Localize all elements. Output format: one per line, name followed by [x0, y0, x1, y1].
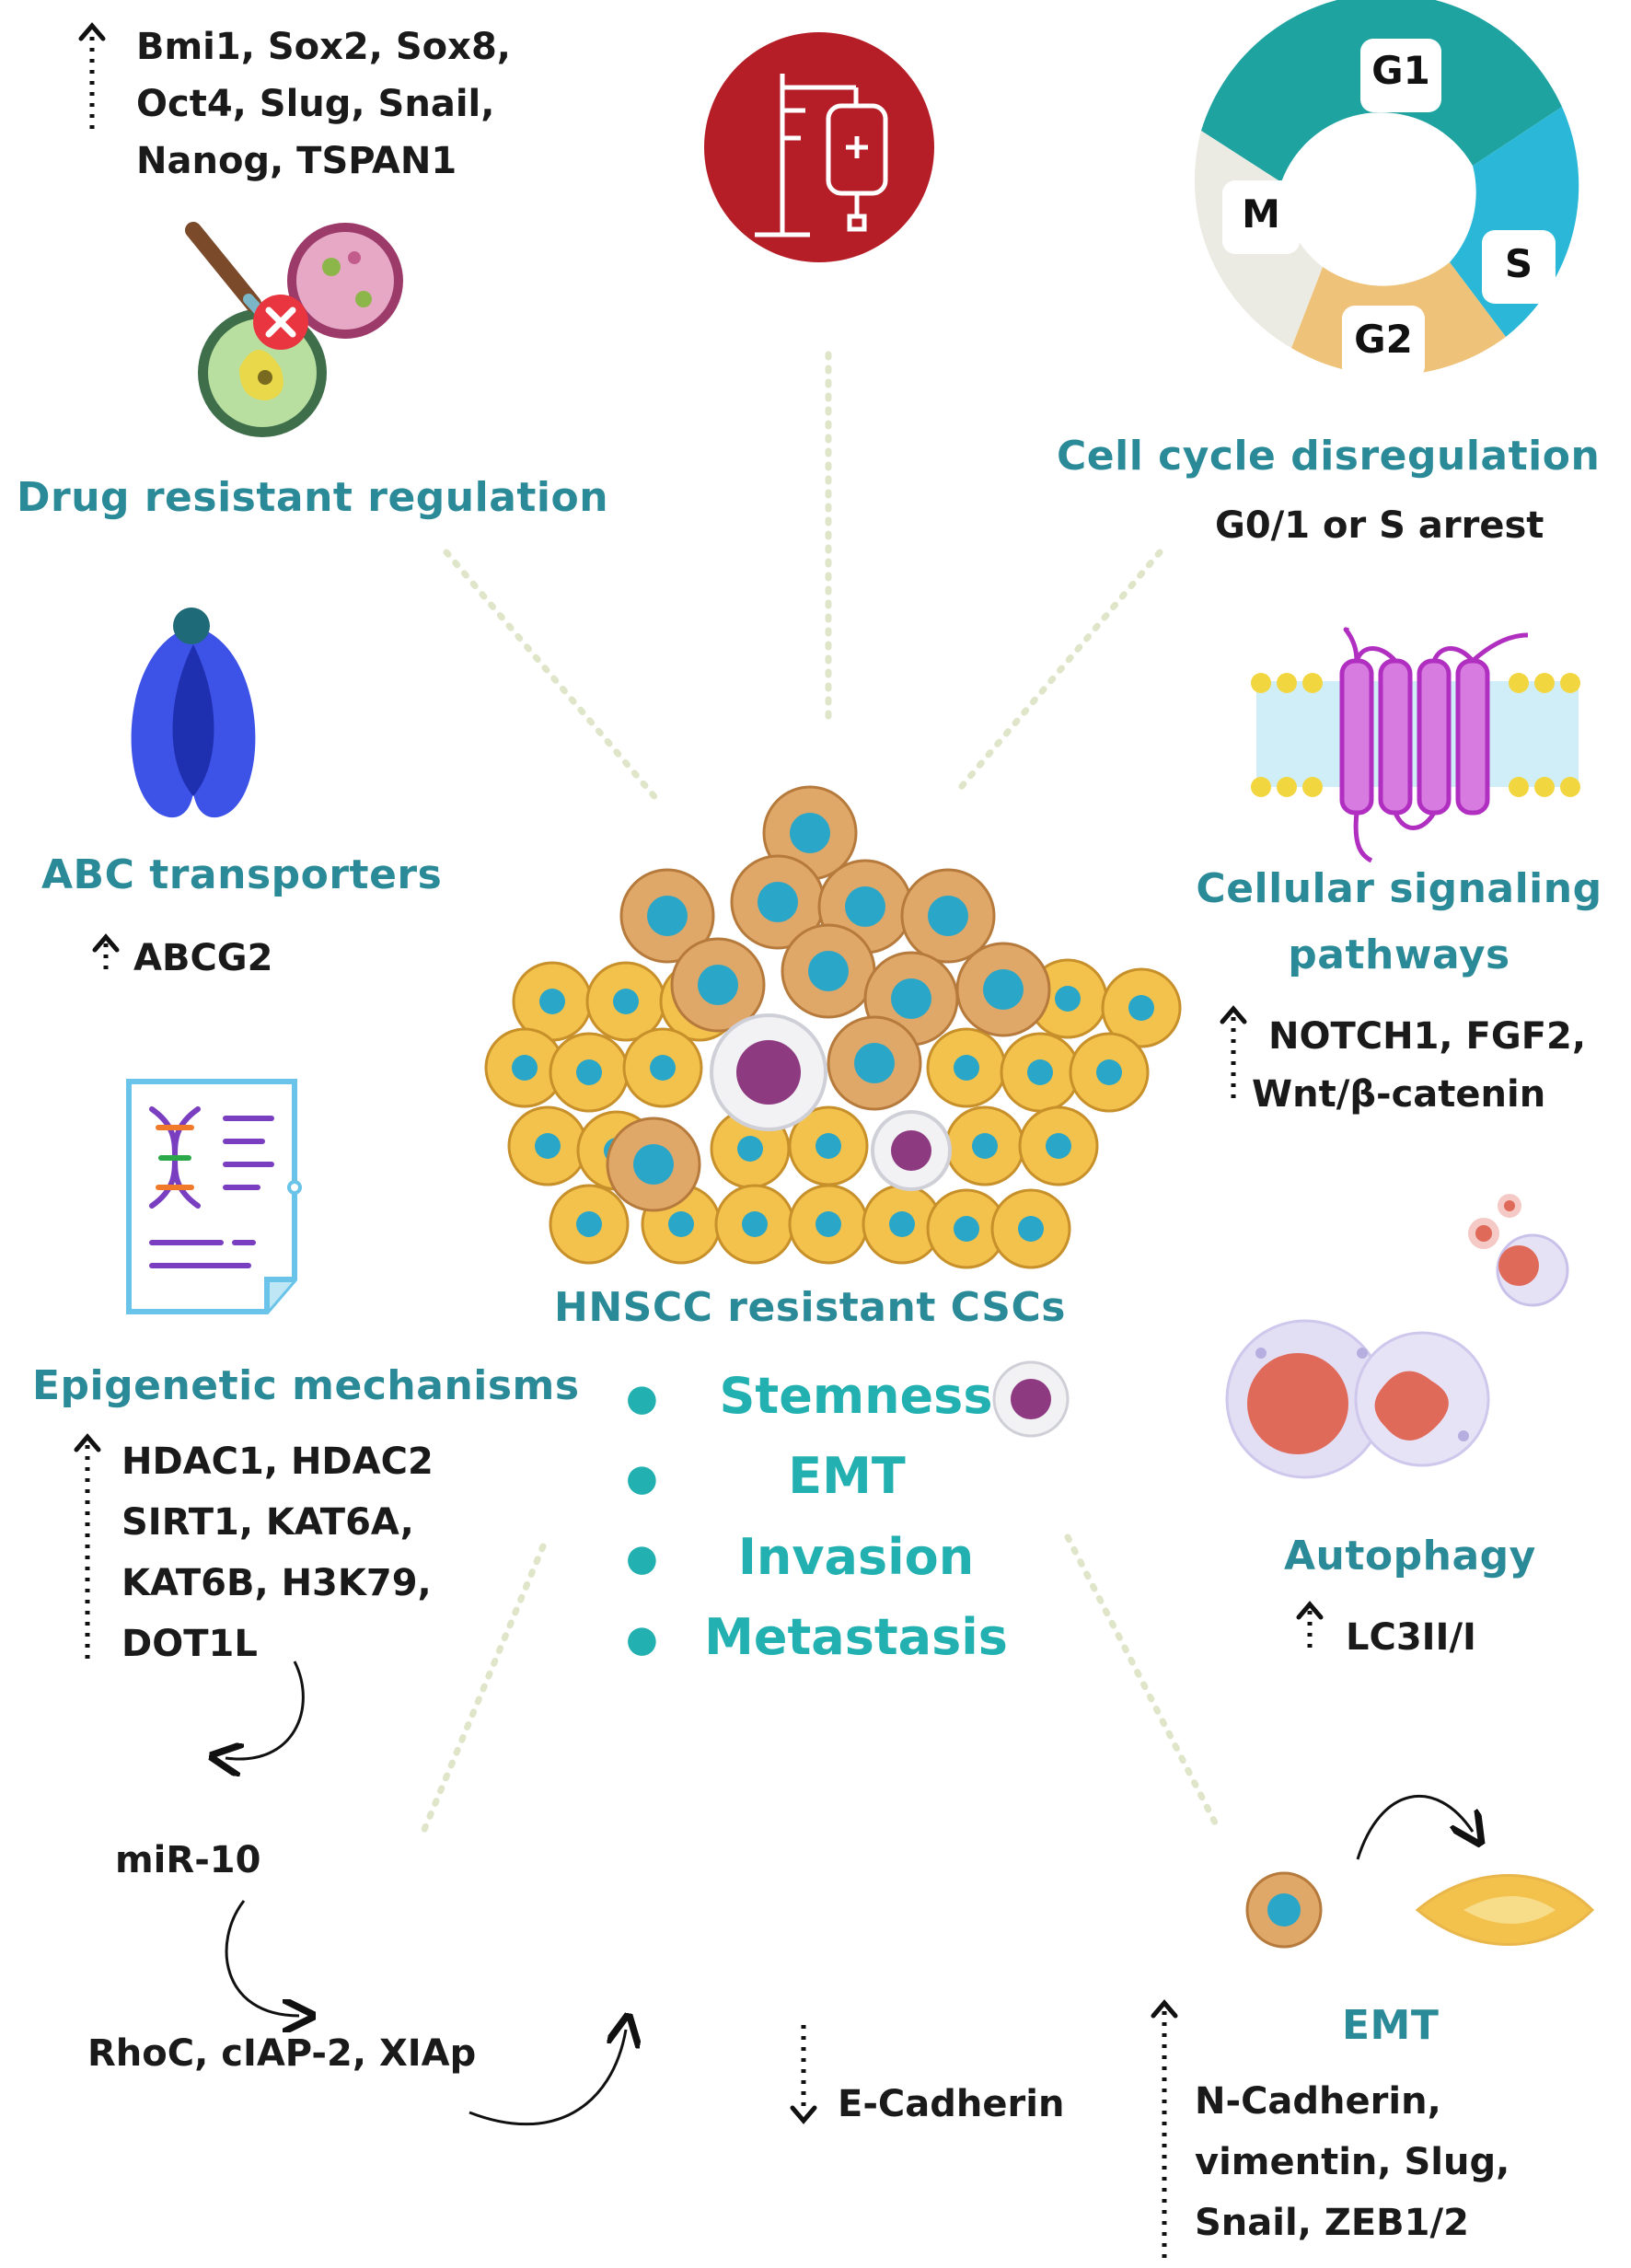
feature-emt: EMT: [788, 1447, 906, 1505]
signaling-genes-line2: Wnt/β-catenin: [1252, 1073, 1546, 1116]
bullet-dot: ●: [626, 1537, 658, 1580]
cell-cycle-ring: [1194, 0, 1579, 379]
signaling-title-line: pathways: [1288, 932, 1510, 978]
abc-transporter-icon: [131, 608, 256, 818]
autophagy-title: Autophagy: [1284, 1533, 1536, 1580]
emt-transition-icon: [1245, 1795, 1595, 1949]
bullet-dot: ●: [626, 1457, 658, 1499]
cell-cluster: [484, 785, 1182, 1269]
gene-line: HDAC1, HDAC2: [121, 1441, 434, 1483]
arrow-heads: [74, 22, 1324, 2124]
membrane-receptor-icon: [1251, 627, 1580, 863]
epigenetic-genes: HDAC1, HDAC2 SIRT1, KAT6A, KAT6B, H3K79,…: [121, 1431, 434, 1674]
mir-targets: RhoC, cIAP-2, XIAp: [87, 2032, 477, 2075]
bullet-dot: ●: [626, 1377, 658, 1419]
petri-dish-icon: [185, 222, 403, 437]
signaling-title-line: Cellular signaling: [1196, 865, 1602, 912]
autophagy-icon: [1225, 1194, 1569, 1479]
phase-s-label: S: [1504, 241, 1533, 286]
regulation-arrows: [85, 37, 1313, 2260]
feature-stemness: Stemness: [719, 1367, 993, 1425]
drug-resistance-title: Drug resistant regulation: [17, 474, 609, 521]
mir-name: miR-10: [115, 1839, 261, 1881]
ecadherin-label: E-Cadherin: [838, 2083, 1065, 2125]
cell-cycle-subtitle: G0/1 or S arrest: [1215, 504, 1544, 547]
gene-line: SIRT1, KAT6A,: [121, 1501, 414, 1544]
gene-line: N-Cadherin,: [1195, 2080, 1441, 2123]
cell-cycle-title: Cell cycle disregulation: [1057, 433, 1601, 480]
bullet-dot: ●: [626, 1618, 658, 1660]
signaling-genes-line1: NOTCH1, FGF2,: [1268, 1015, 1587, 1058]
feature-invasion: Invasion: [737, 1528, 975, 1586]
signaling-title: Cellular signaling pathways: [1178, 856, 1620, 989]
epigenetic-title: Epigenetic mechanisms: [32, 1362, 580, 1409]
phase-g1-label: G1: [1371, 48, 1430, 93]
connector-lines: [420, 351, 1219, 1835]
gene-line: DOT1L: [121, 1623, 258, 1665]
emt-title: EMT: [1342, 2002, 1440, 2049]
feature-metastasis: Metastasis: [704, 1608, 1008, 1666]
gene-line: vimentin, Slug,: [1195, 2141, 1510, 2183]
gene-line: KAT6B, H3K79,: [121, 1562, 432, 1604]
gene-line: Oct4, Slug, Snail,: [136, 83, 495, 125]
pathway-arrows: [226, 1660, 626, 2126]
dna-document-icon: [126, 1079, 302, 1314]
phase-m-label: M: [1242, 191, 1280, 237]
abc-gene: ABCG2: [133, 937, 273, 979]
gene-line: Nanog, TSPAN1: [136, 140, 457, 182]
center-title: HNSCC resistant CSCs: [554, 1284, 1066, 1331]
drug-resistance-genes: Bmi1, Sox2, Sox8, Oct4, Slug, Snail, Nan…: [136, 18, 511, 190]
stem-cell-icon: [992, 1360, 1070, 1438]
phase-g2-label: G2: [1354, 317, 1413, 362]
gene-line: Snail, ZEB1/2: [1195, 2202, 1469, 2244]
autophagy-gene: LC3II/I: [1346, 1616, 1476, 1659]
iv-drip-icon: [704, 32, 934, 262]
abc-title: ABC transporters: [41, 851, 443, 898]
emt-genes: N-Cadherin, vimentin, Slug, Snail, ZEB1/…: [1195, 2071, 1510, 2253]
gene-line: Bmi1, Sox2, Sox8,: [136, 26, 511, 68]
